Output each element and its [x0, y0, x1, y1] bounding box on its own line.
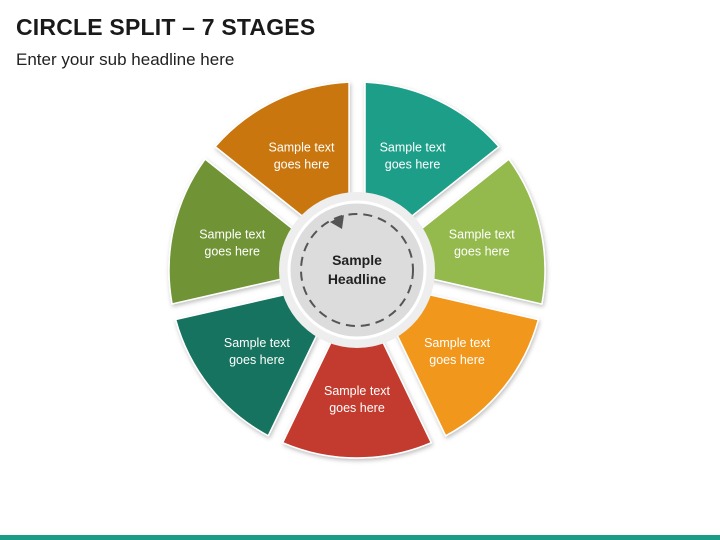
segment-4-text-line2: goes here: [429, 353, 485, 367]
segment-2-text-line2: goes here: [385, 158, 441, 172]
segment-7: Sample text goes here: [168, 158, 296, 305]
page-subtitle: Enter your sub headline here: [16, 50, 235, 69]
center-hub: Sample Headline: [279, 192, 435, 348]
segment-7-text-line1: Sample text: [199, 228, 266, 242]
segment-5: Sample text goes here: [281, 338, 432, 459]
segment-6-text-line1: Sample text: [224, 336, 291, 350]
center-dashed-ring: [300, 213, 414, 327]
segment-1-text-line1: Sample text: [268, 141, 335, 155]
segment-3-text-line2: goes here: [454, 245, 510, 259]
page-title: CIRCLE SPLIT – 7 STAGES: [16, 14, 316, 40]
bottom-accent-bar: [0, 535, 720, 540]
segment-2: Sample text goes here: [364, 81, 500, 219]
segment-5-text-line2: goes here: [329, 401, 385, 415]
segment-2-text-line1: Sample text: [380, 141, 447, 155]
segment-5-text-line1: Sample text: [324, 384, 391, 398]
segment-1-text-line2: goes here: [274, 158, 330, 172]
segment-4-text-line1: Sample text: [424, 336, 491, 350]
center-headline-line1: Sample: [332, 252, 382, 268]
segment-7-text-line2: goes here: [204, 245, 260, 259]
cycle-arrow-icon: [330, 215, 344, 229]
center-circle: [287, 200, 427, 340]
center-headline-line2: Headline: [328, 271, 387, 287]
segment-6-text-line2: goes here: [229, 353, 285, 367]
segment-3-text-line1: Sample text: [449, 228, 516, 242]
